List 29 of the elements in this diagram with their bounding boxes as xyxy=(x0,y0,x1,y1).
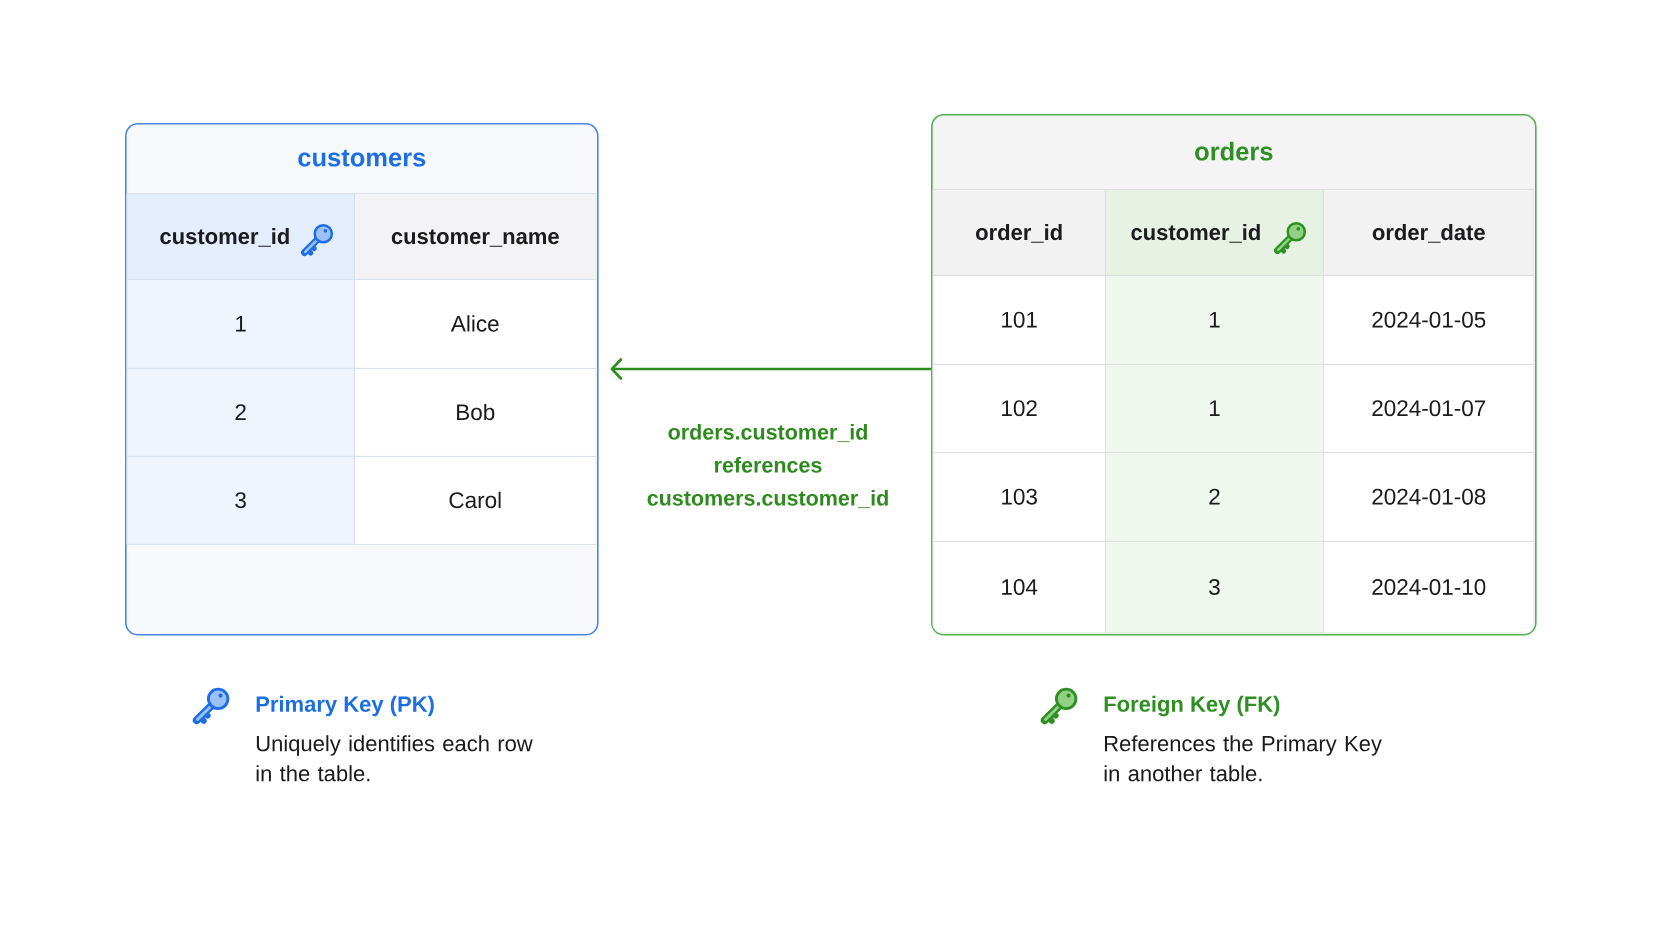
table-cell: Bob xyxy=(354,368,597,457)
table-cell: 102 xyxy=(932,364,1106,453)
table-cell: 2 xyxy=(126,368,355,457)
table-cell: 2024-01-10 xyxy=(1323,541,1535,634)
description-text: References the Primary Key in another table. xyxy=(1104,735,1382,782)
table-cell: 2024-01-05 xyxy=(1323,275,1535,365)
description-text: Uniquely identifies each row in the table. xyxy=(256,735,533,782)
table-cell: Carol xyxy=(354,456,597,545)
arrow xyxy=(610,358,931,380)
header-cell: customer_id xyxy=(126,193,355,280)
table-cell: 2024-01-07 xyxy=(1323,364,1535,453)
table-cell: 3 xyxy=(1105,541,1324,634)
header-cell: customer_id xyxy=(1105,189,1324,276)
header-cell: customer_name xyxy=(354,193,597,280)
table-cell: 2 xyxy=(1105,452,1324,542)
legend-label: Primary Key (PK) xyxy=(256,695,434,717)
header-cell: order_date xyxy=(1323,189,1535,276)
table-cell: Alice xyxy=(354,279,597,369)
table-cell: 2024-01-08 xyxy=(1323,452,1535,542)
table-cell: 1 xyxy=(1105,275,1324,365)
header-cell: order_id xyxy=(932,189,1106,276)
edge-label: orders.customer_id references customers.customer_id xyxy=(647,423,888,509)
legend-label: Foreign Key (FK) xyxy=(1104,695,1280,717)
table-cell: 1 xyxy=(126,279,355,369)
table-cell: 1 xyxy=(1105,364,1324,453)
table-cell: 103 xyxy=(932,452,1106,542)
table-cell: 104 xyxy=(932,541,1106,634)
table-cell: 3 xyxy=(126,456,355,545)
table-cell: 101 xyxy=(932,275,1106,365)
